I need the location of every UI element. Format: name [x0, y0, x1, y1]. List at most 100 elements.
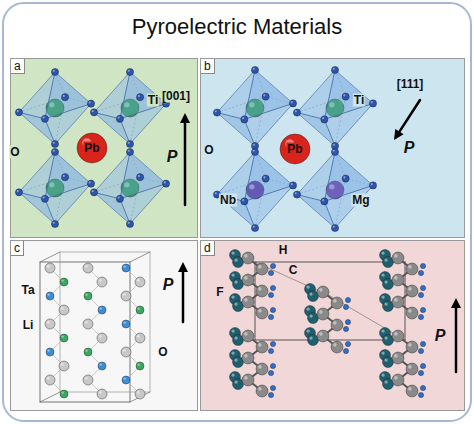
carbon-atom [242, 330, 254, 342]
atom-highlight [85, 265, 88, 268]
atom-highlight [53, 142, 55, 144]
octahedron-edge [324, 103, 373, 119]
oxygen-atom [83, 375, 93, 385]
atom-highlight [53, 222, 55, 224]
atom-highlight [128, 142, 130, 144]
oxygen-atom [116, 195, 123, 202]
oxygen-atom [251, 66, 258, 73]
tantalum-atom [136, 362, 144, 370]
atom-highlight [234, 336, 237, 339]
figure-panel: d [200, 240, 465, 411]
oxygen-atom [59, 361, 69, 371]
atom-highlight [258, 309, 262, 313]
atom-highlight [408, 265, 412, 269]
hydrogen-atom [270, 285, 275, 290]
hydrogen-atom [345, 341, 350, 346]
tantalum-atom [60, 334, 68, 342]
octahedron-edge [244, 152, 255, 201]
atom-highlight [63, 95, 65, 97]
lithium-atom [122, 320, 130, 328]
octahedron-edge [45, 72, 55, 119]
hydrogen-atom [268, 270, 273, 275]
oxygen-atom [251, 148, 258, 155]
polarization-label: P [162, 276, 175, 293]
atom-highlight [137, 307, 139, 309]
lithium-atom [122, 376, 130, 384]
atom-highlight [408, 343, 412, 347]
hydrogen-atom [345, 297, 350, 302]
oxygen-atom [289, 182, 296, 189]
hydrogen-atom [420, 363, 425, 368]
octahedron-edge [120, 199, 130, 224]
octahedron-edge [324, 70, 335, 119]
atom-highlight [231, 329, 234, 332]
atom-highlight [242, 199, 244, 201]
figure-title: Pyroelectric Materials [0, 14, 474, 40]
octahedron-edge [45, 104, 91, 119]
octahedron-edge [120, 72, 130, 119]
atom-highlight [61, 363, 64, 366]
atom-highlight [53, 70, 55, 72]
hydrogen-atom [345, 319, 350, 324]
atom-highlight [333, 343, 337, 347]
atom-highlight [99, 307, 101, 309]
oxygen-atom [90, 189, 97, 196]
atom-highlight [263, 176, 265, 178]
hydrogen-atom [420, 341, 425, 346]
atom-highlight [244, 298, 248, 302]
atom-label: Nb [219, 194, 237, 207]
oxygen-atom [121, 347, 131, 357]
oxygen-atom [293, 191, 300, 198]
atom-highlight [394, 298, 398, 302]
atom-highlight [384, 302, 387, 305]
unit-cell-edge [40, 392, 60, 402]
atom-highlight [253, 226, 255, 228]
unit-cell-edge [130, 252, 150, 262]
atom-highlight [85, 377, 88, 380]
unit-cell [60, 252, 150, 392]
octahedron-edge [120, 119, 130, 144]
atom-highlight [61, 279, 63, 281]
atom-highlight [322, 199, 324, 201]
atom-highlight [61, 391, 63, 393]
oxygen-atom [321, 116, 328, 123]
unit-cell [40, 262, 130, 402]
atom-highlight [231, 295, 234, 298]
atom-highlight [128, 150, 130, 152]
tantalum-atom [60, 390, 68, 398]
tantalum-atom [84, 348, 92, 356]
atom-highlight [92, 190, 94, 192]
carbon-atom [242, 352, 254, 364]
octahedron-edge [94, 192, 120, 198]
oxygen-atom [162, 180, 169, 187]
lithium-atom [98, 306, 106, 314]
atom-highlight [394, 376, 398, 380]
octahedron-edge [244, 201, 255, 228]
carbon-atom [406, 363, 418, 375]
lithium-atom [98, 362, 106, 370]
atom-highlight [85, 293, 87, 295]
atom-highlight [244, 354, 248, 358]
hydrogen-atom [420, 307, 425, 312]
atom-highlight [384, 358, 387, 361]
carbon-atom [331, 341, 343, 353]
atom-highlight [63, 175, 65, 177]
carbon-atom [406, 307, 418, 319]
carbon-atom [392, 374, 404, 386]
oxygen-atom [342, 175, 349, 182]
atom-highlight [394, 276, 398, 280]
hydrogen-atom [418, 370, 423, 375]
atom-highlight [384, 258, 387, 261]
atom-highlight [234, 258, 237, 261]
atom-highlight [242, 117, 244, 119]
octahedron-edge [45, 184, 91, 199]
atom-highlight [343, 176, 345, 178]
oxygen-atom [126, 148, 133, 155]
atom-highlight [244, 332, 248, 336]
atom-highlight [253, 144, 255, 146]
tantalum-atom [60, 278, 68, 286]
atom-highlight [291, 101, 293, 103]
atom-highlight [123, 265, 125, 267]
hydrogen-atom [343, 304, 348, 309]
atom-highlight [137, 391, 140, 394]
